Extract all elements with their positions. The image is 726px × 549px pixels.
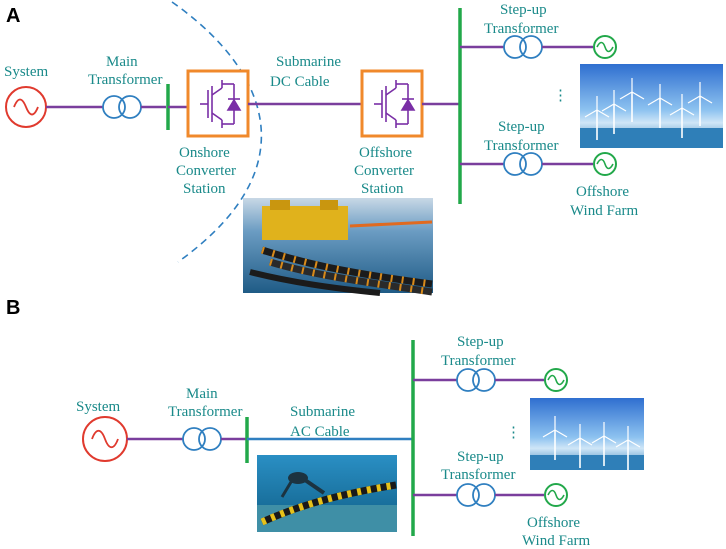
main-transformer-label-b: Main Transformer <box>168 386 242 420</box>
wind-farm-label-b: Offshore Wind Farm <box>522 515 590 549</box>
transformer-icon <box>456 483 496 507</box>
converter-igbt-icon <box>374 80 416 128</box>
wind-farm-photo-a <box>580 64 723 148</box>
wind-generator-icon <box>544 483 568 507</box>
converter-igbt-icon <box>200 80 242 128</box>
ac-cable-label: Submarine AC Cable <box>290 404 359 440</box>
panel-b-label: B <box>6 297 20 319</box>
wind-farm-photo-b <box>530 398 644 471</box>
wind-generator-icon <box>593 152 617 176</box>
transformer-icon <box>456 368 496 392</box>
onshore-converter-label: Onshore Converter Station <box>176 145 240 197</box>
onshore-converter-station <box>186 69 250 138</box>
offshore-converter-label: Offshore Converter Station <box>354 145 418 197</box>
panel-a-label: A <box>6 5 20 27</box>
system-label-b: System <box>76 399 121 415</box>
ac-source-icon <box>5 86 47 128</box>
underwater-cable-photo <box>257 455 397 532</box>
wind-generator-icon <box>593 35 617 59</box>
stepup-transformer-top-label-a: Step-up Transformer <box>484 2 558 37</box>
stepup-transformer-bottom-label-b: Step-up Transformer <box>441 449 515 483</box>
ellipsis-dots-b: ⋮ <box>506 425 521 441</box>
dc-cable-label: Submarine DC Cable <box>270 54 345 90</box>
stepup-transformer-bottom-label-a: Step-up Transformer <box>484 119 558 154</box>
transformer-icon <box>182 427 222 451</box>
transformer-icon <box>503 152 543 176</box>
transformer-icon <box>503 35 543 59</box>
stepup-transformer-top-label-b: Step-up Transformer <box>441 334 515 369</box>
ac-source-icon <box>82 416 128 462</box>
cable-laying-photo <box>243 198 433 296</box>
transformer-icon <box>102 95 142 119</box>
wind-generator-icon <box>544 368 568 392</box>
system-label-a: System <box>4 64 49 80</box>
ellipsis-dots-a: ⋮ <box>553 88 568 104</box>
offshore-converter-station <box>360 69 424 138</box>
main-transformer-label-a: Main Transformer <box>88 54 162 88</box>
shoreline-boundary <box>171 1 262 263</box>
wind-farm-label-a: Offshore Wind Farm <box>570 184 638 219</box>
